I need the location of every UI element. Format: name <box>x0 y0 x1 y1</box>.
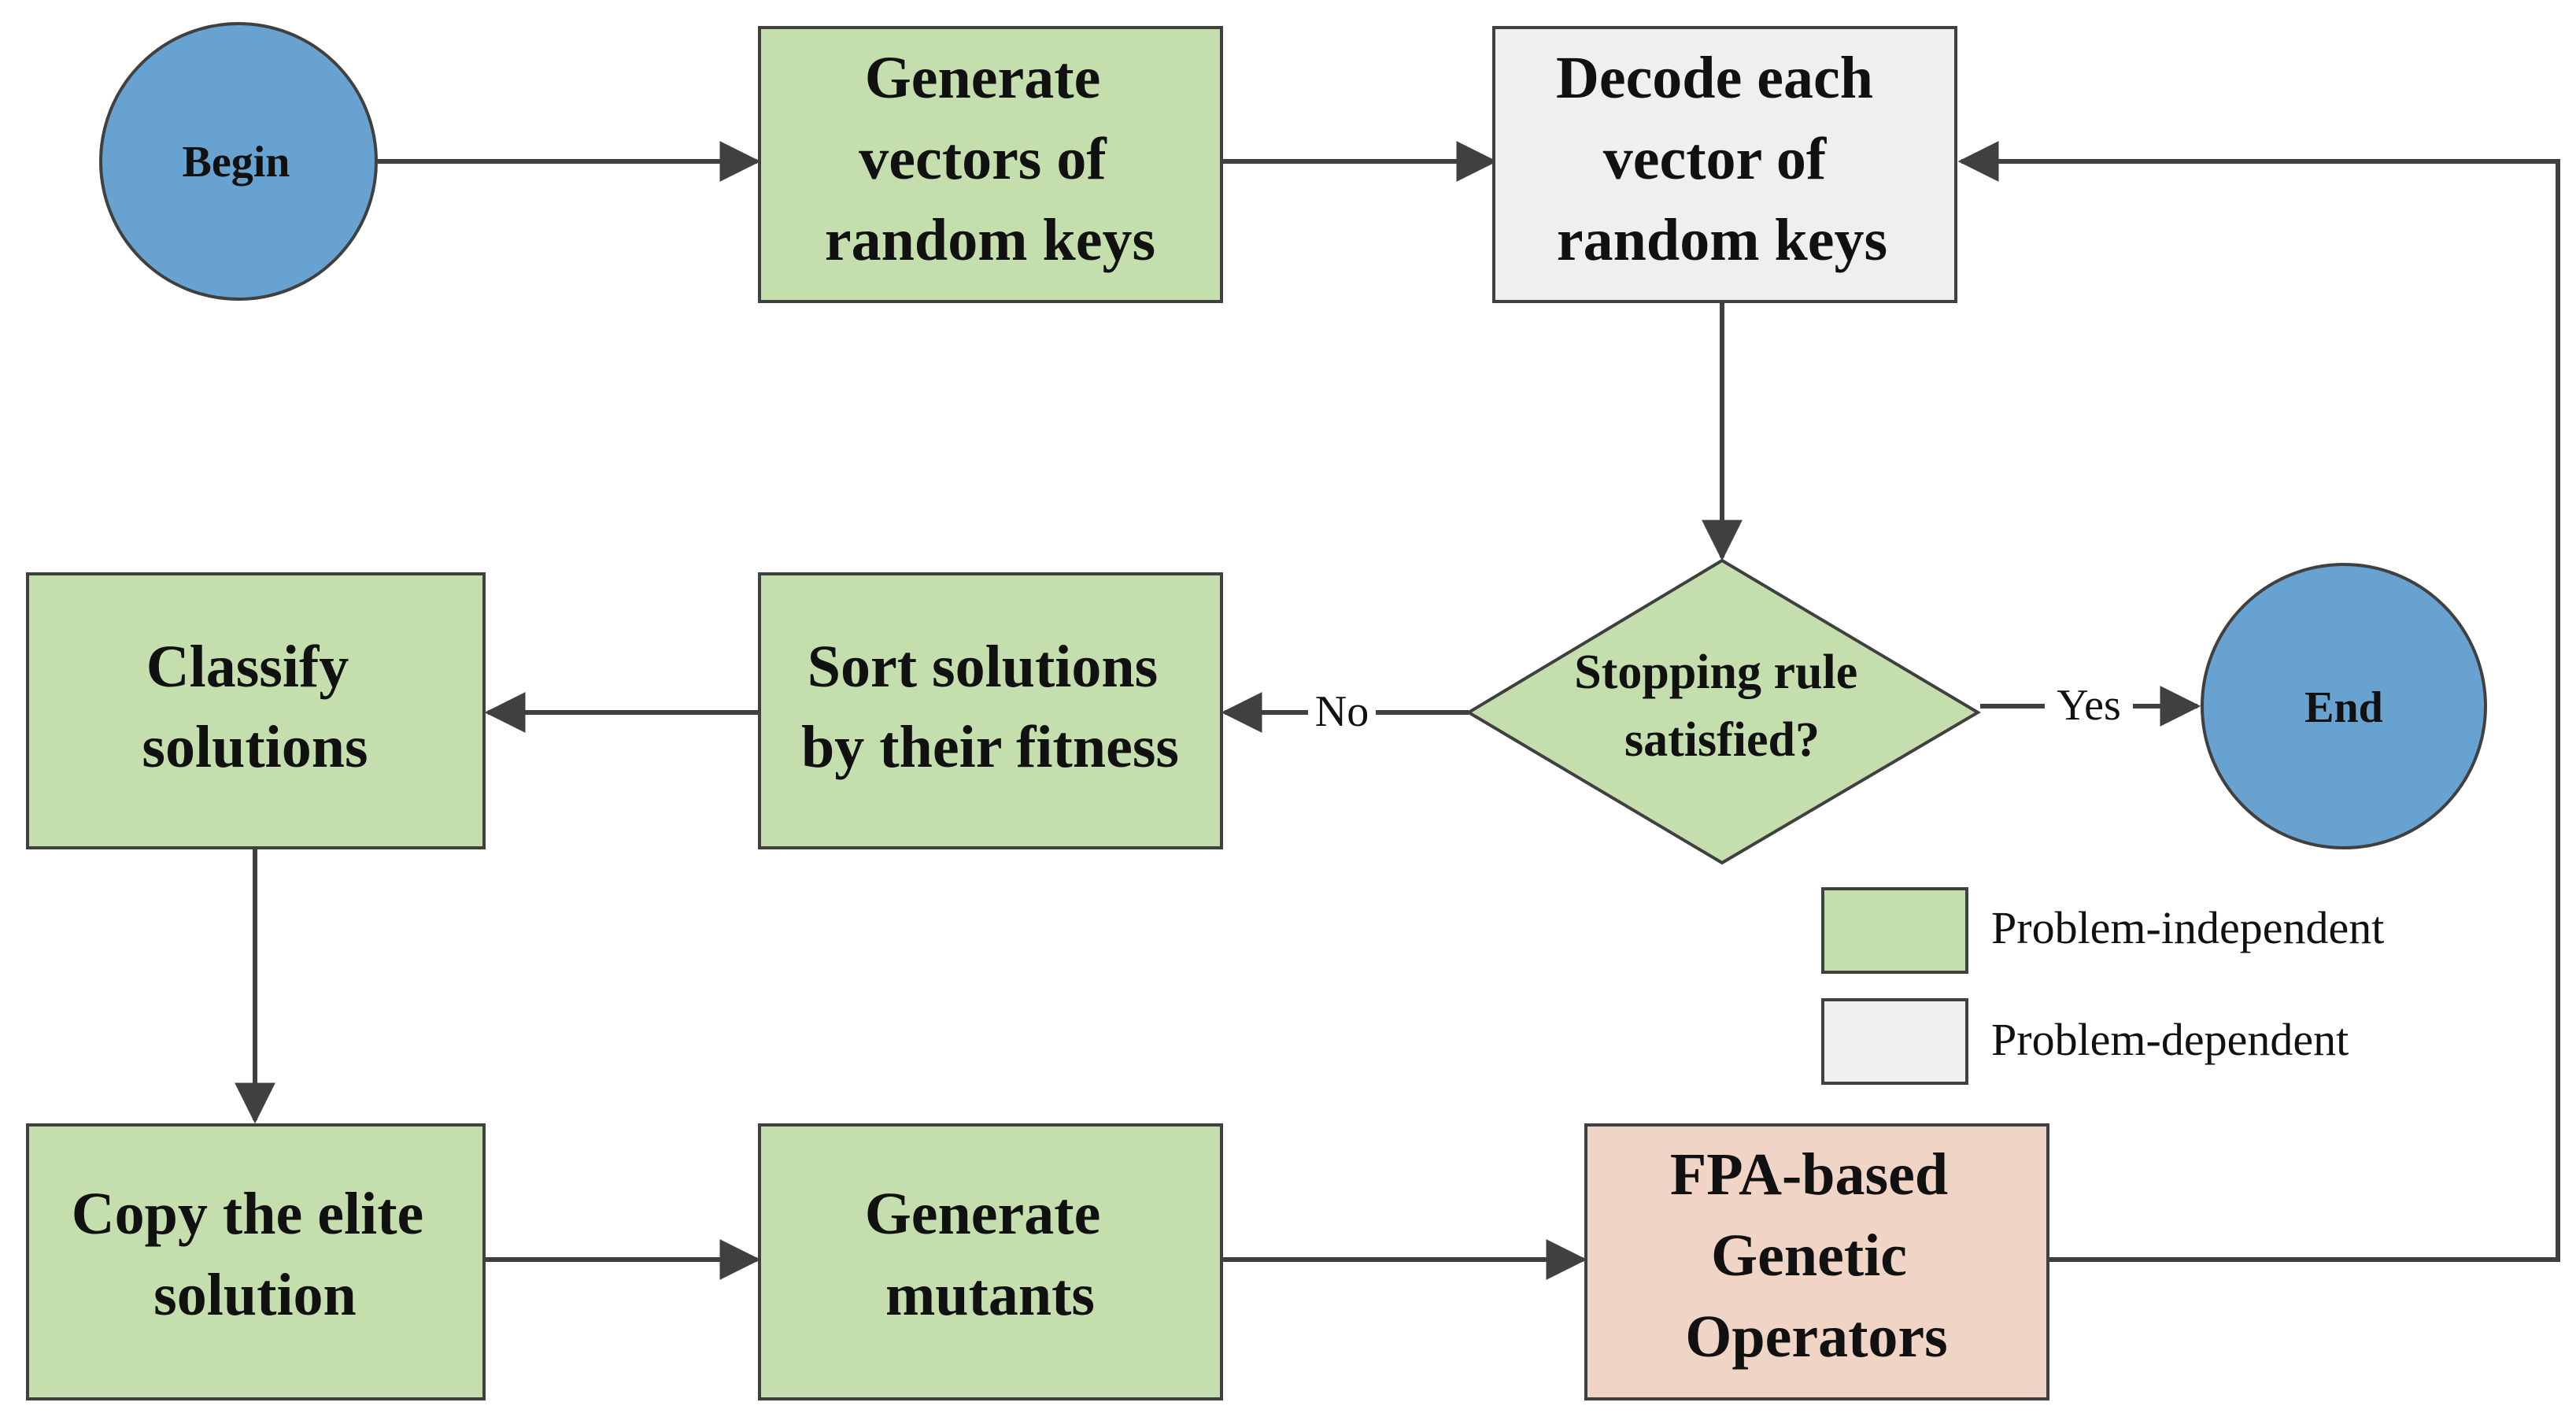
classify-solutions-line-1: Classify <box>146 634 349 700</box>
generate-vectors-line-1: Generate <box>865 45 1101 111</box>
classify-solutions-box <box>26 572 486 849</box>
generate-vectors-label: Generate vectors of random keys <box>825 45 1155 273</box>
legend: Problem-independent Problem-dependent <box>1821 887 2384 1085</box>
classify-solutions-line-2: solutions <box>142 714 368 780</box>
decode-vectors-line-1: Decode each <box>1556 45 1873 111</box>
copy-elite-label: Copy the elite solution <box>72 1181 438 1328</box>
edge-label-no: No <box>1315 687 1369 736</box>
classify-solutions-label: Classify solutions <box>142 634 368 780</box>
decode-vectors-line-2: vector of <box>1603 126 1828 192</box>
generate-mutants-label: Generate mutants <box>865 1181 1116 1328</box>
stopping-rule-decision <box>1465 558 1981 865</box>
edge-fpa-loop-to-decode <box>1957 141 2560 1262</box>
begin-label: Begin <box>183 138 290 187</box>
copy-elite-line-1: Copy the elite <box>72 1181 423 1247</box>
no-label-bg <box>1308 682 1376 740</box>
generate-mutants-line-2: mutants <box>885 1262 1095 1328</box>
fpa-operators-line-3: Operators <box>1685 1304 1947 1370</box>
stopping-rule-line-1: Stopping rule <box>1574 646 1857 699</box>
edge-label-yes: Yes <box>2057 681 2120 730</box>
end-label: End <box>2304 683 2383 732</box>
fpa-operators-line-2: Genetic <box>1711 1223 1907 1289</box>
generate-vectors-box <box>758 26 1223 303</box>
stopping-rule-line-2: satisfied? <box>1624 713 1820 767</box>
sort-solutions-box <box>758 572 1223 849</box>
decode-vectors-line-3: random keys <box>1557 207 1887 273</box>
legend-label-problem-dependent: Problem-dependent <box>1991 1014 2349 1065</box>
yes-label-bg <box>2045 675 2133 734</box>
legend-swatch-problem-dependent <box>1821 998 1968 1085</box>
sort-solutions-label: Sort solutions by their fitness <box>801 634 1179 780</box>
decode-vectors-label: Decode each vector of random keys <box>1556 45 1888 273</box>
end-node <box>2201 563 2487 849</box>
copy-elite-line-2: solution <box>153 1262 357 1328</box>
legend-swatch-problem-independent <box>1821 887 1968 974</box>
generate-vectors-line-3: random keys <box>825 207 1155 273</box>
decode-vectors-box <box>1492 26 1957 303</box>
generate-mutants-box <box>758 1123 1223 1400</box>
generate-mutants-line-1: Generate <box>865 1181 1101 1247</box>
copy-elite-box <box>26 1123 486 1400</box>
legend-label-problem-independent: Problem-independent <box>1991 902 2384 953</box>
stopping-rule-label: Stopping rule satisfied? <box>1574 646 1870 767</box>
begin-node <box>99 22 378 301</box>
fpa-operators-line-1: FPA-based <box>1670 1141 1948 1208</box>
fpa-operators-box <box>1584 1123 2049 1400</box>
sort-solutions-line-1: Sort solutions <box>808 634 1159 700</box>
sort-solutions-line-2: by their fitness <box>801 714 1179 780</box>
fpa-operators-label: FPA-based Genetic Operators <box>1670 1141 1963 1370</box>
generate-vectors-line-2: vectors of <box>859 126 1107 192</box>
